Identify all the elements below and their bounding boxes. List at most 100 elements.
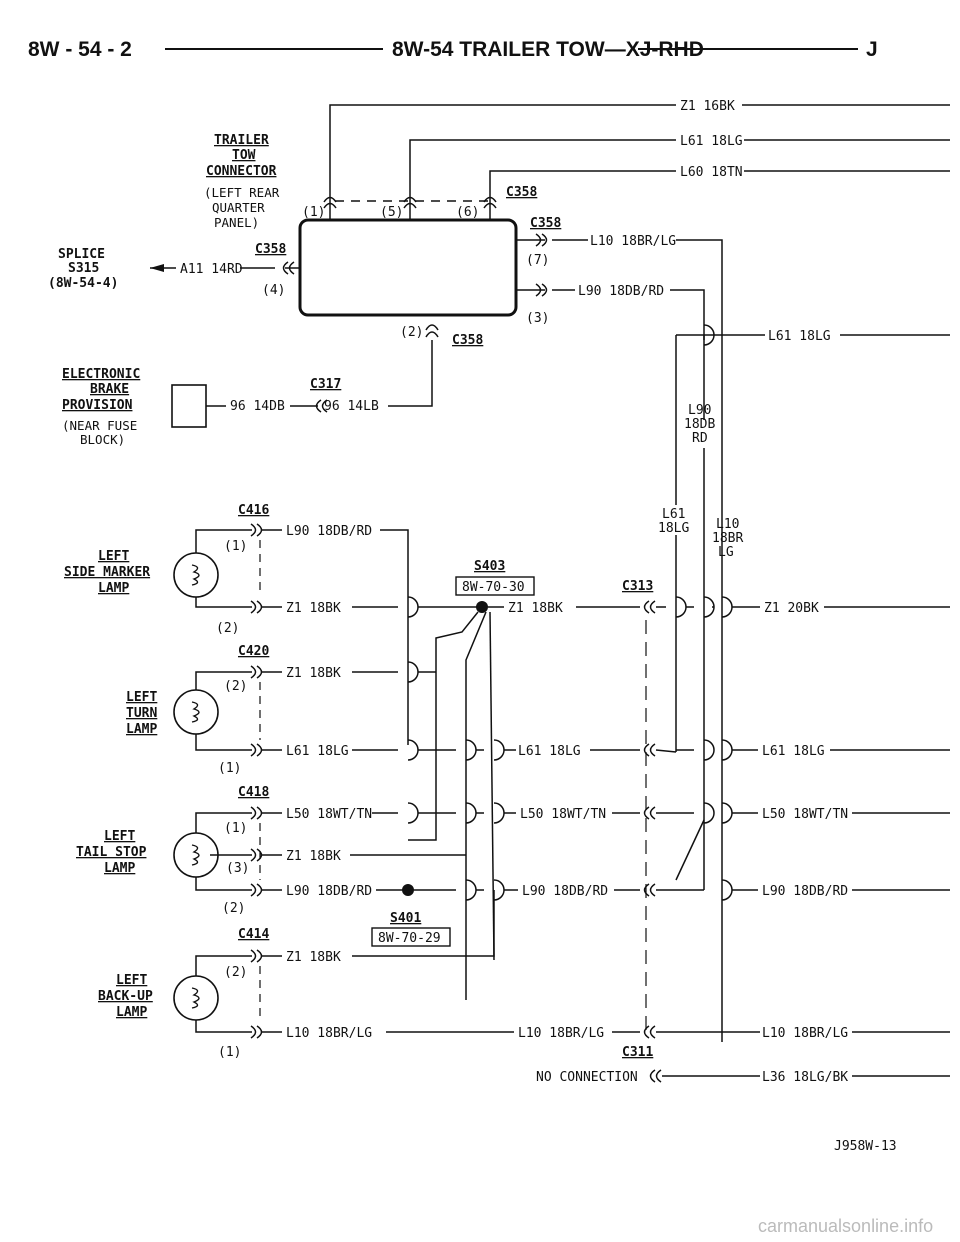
wire-label-l10-18brlg-mid: L10 18BR/LG [518,1026,604,1041]
svg-text:8W-70-29: 8W-70-29 [378,931,441,946]
svg-text:S315: S315 [68,261,99,276]
wire-label-l50-18wttn-right: L50 18WT/TN [762,807,848,822]
splice-s403: S403 8W-70-30 Z1 18BK Z1 20BK C313 [408,559,950,1030]
left-back-up-lamp: LEFT BACK-UP LAMP C414 (2) (1) Z1 18BK L… [98,890,950,1060]
wire-label-l10-18brlg-top: L10 18BR/LG [590,234,676,249]
trailer-tow-connector: TRAILER TOW CONNECTOR (LEFT REAR QUARTER… [204,133,561,348]
wire-label-z1-20bk: Z1 20BK [764,601,819,616]
svg-text:LAMP: LAMP [98,581,129,596]
splice-s401: S401 8W-70-29 [371,911,451,947]
manufacturer-mark: J [866,38,878,61]
svg-text:SIDE MARKER: SIDE MARKER [64,565,150,580]
connector-c358-bottom: C358 [452,333,483,348]
wire-label-l61-18lg-turn: L61 18LG [286,744,349,759]
electronic-brake-provision: ELECTRONIC BRAKE PROVISION (NEAR FUSE BL… [62,340,433,447]
trailer-connector-location: (LEFT REAR [204,185,280,200]
connector-c414: C414 [238,927,269,942]
svg-text:(1): (1) [218,761,241,776]
wire-label-l50-18wttn-mid: L50 18WT/TN [520,807,606,822]
connector-c313: C313 [622,579,653,594]
wire-label-a11-14rd: A11 14RD [180,262,243,277]
svg-text:PANEL): PANEL) [214,215,259,230]
svg-text:SPLICE: SPLICE [58,247,105,262]
svg-text:(2): (2) [216,621,239,636]
svg-text:LAMP: LAMP [116,1005,147,1020]
svg-text:L10: L10 [716,517,739,532]
wire-label-z1-18bk-sm: Z1 18BK [286,601,341,616]
wire-label-l90-18dbrd-right: L90 18DB/RD [762,884,848,899]
svg-text:PROVISION: PROVISION [62,398,133,413]
wire-label-l90-18dbrd-top: L90 18DB/RD [578,284,664,299]
svg-text:(4): (4) [262,283,285,298]
svg-text:(3): (3) [226,861,249,876]
svg-text:LEFT: LEFT [104,829,135,844]
svg-text:(2): (2) [222,901,245,916]
wire-label-96-14lb: 96 14LB [324,399,379,414]
wire-label-z1-18bk-tail: Z1 18BK [286,849,341,864]
svg-text:(2): (2) [400,325,423,340]
page-number: 8W - 54 - 2 [28,38,132,61]
svg-text:18BR: 18BR [712,531,743,546]
svg-text:LEFT: LEFT [116,973,147,988]
svg-text:CONNECTOR: CONNECTOR [206,164,277,179]
svg-text:TURN: TURN [126,706,157,721]
svg-text:LAMP: LAMP [104,861,135,876]
svg-text:18LG: 18LG [658,521,689,536]
svg-text:BACK-UP: BACK-UP [98,989,153,1004]
svg-text:(NEAR FUSE: (NEAR FUSE [62,418,137,433]
page-header: 8W - 54 - 2 8W-54 TRAILER TOW—XJ-RHD J [28,38,878,61]
connector-c418: C418 [238,785,269,800]
wire-label-l90-18dbrd-tail: L90 18DB/RD [286,884,372,899]
svg-text:8W-70-30: 8W-70-30 [462,580,525,595]
wire-label-z1-18bk-turn: Z1 18BK [286,666,341,681]
left-side-marker-lamp: LEFT SIDE MARKER LAMP C416 (1) (2) L90 1… [64,503,480,745]
top-wires: Z1 16BK L61 18LG L60 18TN [329,99,950,220]
connector-c420: C420 [238,644,269,659]
no-connection-label: NO CONNECTION [536,1070,638,1085]
svg-text:TOW: TOW [232,148,256,163]
no-connection-row: NO CONNECTION L36 18LG/BK [536,1069,950,1085]
vertical-wire-labels: L90 18DB RD L61 18LG L10 18BR LG [658,403,743,560]
wire-label-l10-18brlg-backup: L10 18BR/LG [286,1026,372,1041]
svg-text:L90: L90 [688,403,711,418]
svg-text:BLOCK): BLOCK) [80,432,125,447]
svg-text:18DB: 18DB [684,417,715,432]
svg-text:LEFT: LEFT [98,549,129,564]
wire-label-l61-18lg-conn: L61 18LG [768,329,831,344]
svg-text:(3): (3) [526,311,549,326]
wire-label-l36-18lgbk: L36 18LG/BK [762,1070,848,1085]
brake-provision-box [171,384,207,428]
left-turn-lamp: LEFT TURN LAMP C420 (2) (1) Z1 18BK L61 … [126,644,950,776]
svg-text:(1): (1) [302,205,325,220]
svg-text:(5): (5) [380,205,403,220]
wire-label-l61-18lg-mid: L61 18LG [518,744,581,759]
svg-text:LEFT: LEFT [126,690,157,705]
wire-label-l61-18lg-right: L61 18LG [762,744,825,759]
left-tail-stop-lamp: LEFT TAIL STOP LAMP C418 (1) (3) (2) L50… [76,335,950,916]
figure-id: J958W-13 [834,1139,897,1154]
svg-text:(2): (2) [224,965,247,980]
svg-text:ELECTRONIC: ELECTRONIC [62,367,140,382]
wire-label-l61-18lg-top: L61 18LG [680,134,743,149]
trailer-connector-title: TRAILER [214,133,269,148]
svg-text:L61: L61 [662,507,685,522]
svg-text:LAMP: LAMP [126,722,157,737]
svg-text:(6): (6) [456,205,479,220]
svg-text:(1): (1) [224,821,247,836]
svg-text:(1): (1) [218,1045,241,1060]
svg-text:(8W-54-4): (8W-54-4) [48,276,118,291]
connector-output-wires: L10 18BR/LG L90 18DB/RD L61 18LG [552,234,950,1042]
watermark: carmanualsonline.info [758,1216,933,1236]
svg-text:QUARTER: QUARTER [212,200,265,215]
wire-label-l90-18dbrd-mid: L90 18DB/RD [522,884,608,899]
svg-text:BRAKE: BRAKE [90,382,129,397]
connector-c358-top: C358 [506,185,537,200]
svg-text:(2): (2) [224,679,247,694]
connector-c358-right: C358 [530,216,561,231]
svg-text:TAIL STOP: TAIL STOP [76,845,147,860]
connector-c311: C311 [622,1045,653,1060]
wire-label-l50-18wttn-tail: L50 18WT/TN [286,807,372,822]
wire-label-z1-18bk-backup: Z1 18BK [286,950,341,965]
wire-label-l10-18brlg-right: L10 18BR/LG [762,1026,848,1041]
